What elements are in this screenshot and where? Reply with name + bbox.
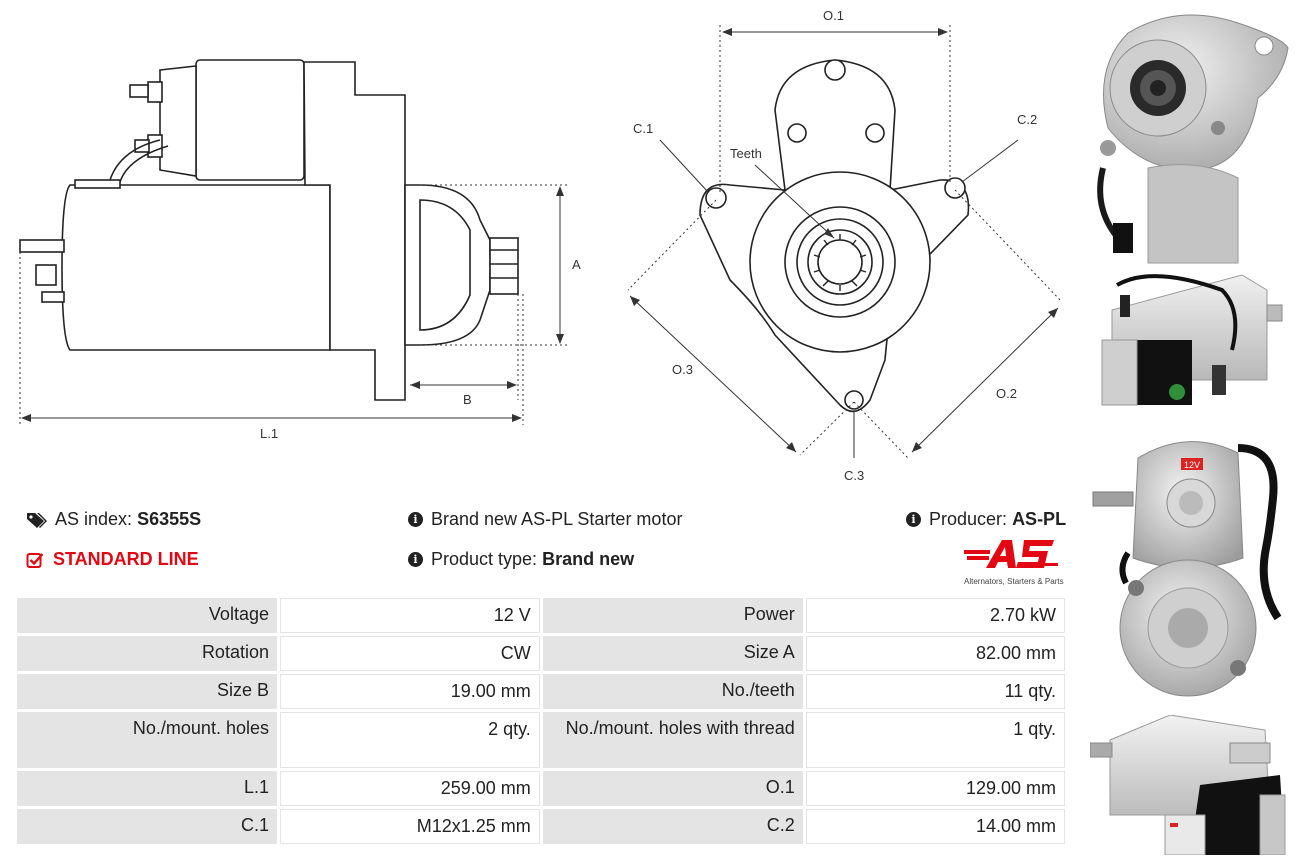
spec-key: Rotation [17, 636, 277, 671]
spec-value: 14.00 mm [805, 809, 1065, 844]
voltage-badge: 12V [1184, 460, 1200, 470]
producer-label: Producer: [929, 509, 1008, 529]
tags-icon [27, 512, 47, 528]
as-index-value: S6355S [137, 509, 202, 529]
as-logo-mark [964, 540, 1058, 568]
spec-value: 19.00 mm [279, 674, 540, 709]
product-photo-rear[interactable]: 12V [1088, 428, 1292, 713]
product-photo-side[interactable] [1092, 270, 1292, 410]
dimension-label-a: A [572, 257, 581, 272]
producer-value: AS-PL [1012, 509, 1067, 529]
as-index: AS index: S6355S [26, 509, 201, 530]
spec-value: CW [279, 636, 540, 671]
dimension-label-teeth: Teeth [730, 146, 762, 161]
spec-value: 259.00 mm [279, 771, 540, 806]
info-icon: i [408, 512, 423, 527]
dimension-label-b: B [463, 392, 472, 407]
dimension-label-o2: O.2 [996, 386, 1017, 401]
info-icon: i [906, 512, 921, 527]
producer: i Producer: AS-PL [906, 509, 1066, 530]
table-row: L.1 259.00 mm O.1 129.00 mm [17, 771, 1065, 806]
description: i Brand new AS-PL Starter motor [408, 509, 682, 530]
product-type: i Product type: Brand new [408, 549, 634, 570]
table-row: Voltage 12 V Power 2.70 kW [17, 598, 1065, 633]
spec-key: L.1 [17, 771, 277, 806]
specifications-table: Voltage 12 V Power 2.70 kW Rotation CW S… [14, 595, 1068, 847]
as-pl-logo: Alternators, Starters & Parts [964, 538, 1068, 586]
front-view-drawing [627, 25, 1063, 459]
table-row: Rotation CW Size A 82.00 mm [17, 636, 1065, 671]
dimension-label-c3: C.3 [844, 468, 865, 483]
spec-key: Voltage [17, 598, 277, 633]
spec-value: 2.70 kW [805, 598, 1065, 633]
spec-key: Power [542, 598, 803, 633]
info-icon: i [408, 552, 423, 567]
spec-key: No./teeth [542, 674, 803, 709]
product-photo-side-alt[interactable] [1090, 715, 1294, 855]
dimension-label-o1: O.1 [823, 8, 844, 23]
standard-line-badge: STANDARD LINE [26, 549, 199, 570]
table-row: No./mount. holes 2 qty. No./mount. holes… [17, 712, 1065, 768]
spec-value: 2 qty. [279, 712, 540, 768]
side-view-drawing [19, 59, 570, 425]
dimension-label-o3: O.3 [672, 362, 693, 377]
dimension-label-c2: C.2 [1017, 112, 1038, 127]
checkbox-icon [26, 552, 44, 568]
spec-value: 82.00 mm [805, 636, 1065, 671]
table-row: C.1 M12x1.25 mm C.2 14.00 mm [17, 809, 1065, 844]
spec-key: Size A [542, 636, 803, 671]
spec-key: C.1 [17, 809, 277, 844]
description-text: Brand new AS-PL Starter motor [431, 509, 683, 529]
spec-key: C.2 [542, 809, 803, 844]
spec-key: Size B [17, 674, 277, 709]
spec-key: No./mount. holes [17, 712, 277, 768]
logo-tagline: Alternators, Starters & Parts [964, 577, 1064, 586]
spec-value: 12 V [279, 598, 540, 633]
spec-value: 129.00 mm [805, 771, 1065, 806]
standard-line-label: STANDARD LINE [53, 549, 199, 569]
product-type-value: Brand new [542, 549, 635, 569]
spec-key: O.1 [542, 771, 803, 806]
product-photo-front[interactable] [1088, 8, 1292, 266]
table-row: Size B 19.00 mm No./teeth 11 qty. [17, 674, 1065, 709]
spec-value: M12x1.25 mm [279, 809, 540, 844]
spec-value: 11 qty. [805, 674, 1065, 709]
spec-key: No./mount. holes with thread [542, 712, 803, 768]
product-type-label: Product type: [431, 549, 538, 569]
spec-value: 1 qty. [805, 712, 1065, 768]
dimension-label-c1: C.1 [633, 121, 654, 136]
dimension-label-l1: L.1 [260, 426, 279, 441]
as-index-label: AS index: [55, 509, 133, 529]
